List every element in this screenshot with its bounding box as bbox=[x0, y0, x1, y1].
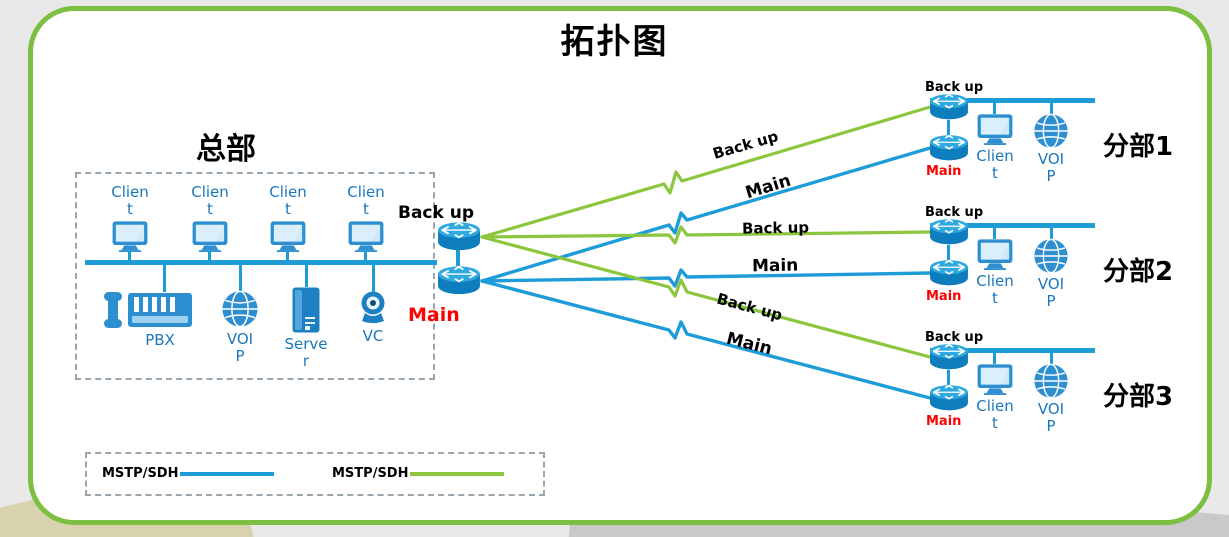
branch-voip-icon bbox=[1033, 363, 1069, 399]
client-icon bbox=[269, 220, 307, 252]
legend-line-green bbox=[410, 472, 504, 476]
hq-client-label: Clien t bbox=[191, 183, 229, 218]
branch-name: 分部3 bbox=[1103, 382, 1174, 412]
server-icon bbox=[291, 286, 321, 334]
connector-stub bbox=[372, 265, 375, 292]
branch-main-router-icon bbox=[928, 134, 970, 162]
branch-main-router-icon bbox=[928, 384, 970, 412]
branch-backup-router-icon bbox=[928, 343, 970, 371]
hq-main-router-icon bbox=[436, 265, 482, 296]
hq-title: 总部 bbox=[196, 132, 256, 167]
branch-lan-bus bbox=[930, 223, 1095, 228]
branch-main-router-icon bbox=[928, 259, 970, 287]
legend-line-blue bbox=[180, 472, 274, 476]
branch-client-label: Clien t bbox=[976, 272, 1014, 307]
branch-client-label: Clien t bbox=[976, 397, 1014, 432]
connector-stub bbox=[993, 353, 996, 364]
branch-name: 分部2 bbox=[1103, 257, 1174, 287]
hq-client-label: Clien t bbox=[347, 183, 385, 218]
link-label-backup-branch2: Back up bbox=[741, 218, 810, 238]
legend-label-mstp-green: MSTP/SDH bbox=[332, 466, 409, 481]
voip-icon bbox=[221, 290, 259, 328]
branch-lan-bus bbox=[930, 348, 1095, 353]
diagram-panel bbox=[28, 6, 1212, 525]
connector-stub bbox=[993, 228, 996, 239]
connector-stub bbox=[364, 251, 367, 261]
hq-client-label: Clien t bbox=[111, 183, 149, 218]
legend: MSTP/SDH MSTP/SDH bbox=[85, 452, 545, 496]
link-backup-branch1-line bbox=[480, 105, 932, 239]
branch-client-label: Clien t bbox=[976, 147, 1014, 182]
branch-backup-router-icon bbox=[928, 218, 970, 246]
branch-3: Back up Main Clien t VOI P 分部3 bbox=[900, 330, 1229, 458]
connector-stub bbox=[993, 103, 996, 114]
connector-stub bbox=[239, 265, 242, 292]
server-label: Serve r bbox=[284, 335, 328, 370]
connector-stub bbox=[208, 251, 211, 261]
connector-stub bbox=[305, 265, 308, 287]
vc-label: VC bbox=[362, 327, 384, 345]
client-icon bbox=[347, 220, 385, 252]
legend-label-mstp-blue: MSTP/SDH bbox=[102, 466, 179, 481]
connector-stub bbox=[1050, 103, 1053, 114]
branch-backup-router-icon bbox=[928, 93, 970, 121]
connector-stub bbox=[456, 250, 460, 266]
pbx-icon bbox=[102, 290, 194, 330]
connector-stub bbox=[163, 265, 166, 292]
branch-2: Back up Main Clien t VOI P 分部2 bbox=[900, 205, 1229, 333]
link-backup-branch2-line bbox=[480, 225, 932, 245]
hq-client-label: Clien t bbox=[269, 183, 307, 218]
connector-stub bbox=[947, 370, 950, 385]
hq-backup-router-label: Back up bbox=[398, 203, 475, 223]
connector-stub bbox=[1050, 228, 1053, 239]
branch-voip-label: VOI P bbox=[1037, 400, 1065, 435]
branch-voip-icon bbox=[1033, 238, 1069, 274]
branch-lan-bus bbox=[930, 98, 1095, 103]
branch-1: Back up Main Clien t VOI P 分部1 bbox=[900, 80, 1229, 208]
link-backup-branch3-line bbox=[480, 235, 932, 359]
connector-stub bbox=[286, 251, 289, 261]
branch-client-icon bbox=[976, 113, 1014, 145]
branch-main-router-label: Main bbox=[926, 289, 962, 304]
voip-label: VOI P bbox=[226, 330, 254, 365]
branch-main-router-label: Main bbox=[926, 414, 962, 429]
client-icon bbox=[191, 220, 229, 252]
hq-box bbox=[75, 172, 435, 380]
hq-lan-bus bbox=[85, 260, 437, 265]
hq-main-router-label: Main bbox=[408, 304, 460, 326]
branch-main-router-label: Main bbox=[926, 164, 962, 179]
connector-stub bbox=[947, 245, 950, 260]
branch-backup-router-label: Back up bbox=[925, 330, 984, 345]
connector-stub bbox=[128, 251, 131, 261]
branch-client-icon bbox=[976, 363, 1014, 395]
branch-client-icon bbox=[976, 238, 1014, 270]
link-main-branch2-line bbox=[480, 268, 932, 288]
connector-stub bbox=[1050, 353, 1053, 364]
branch-voip-label: VOI P bbox=[1037, 275, 1065, 310]
vc-icon bbox=[355, 290, 391, 324]
connector-stub bbox=[947, 120, 950, 135]
branch-voip-label: VOI P bbox=[1037, 150, 1065, 185]
diagram-title: 拓扑图 bbox=[560, 22, 669, 62]
link-main-branch3-line bbox=[480, 279, 932, 400]
branch-name: 分部1 bbox=[1103, 132, 1174, 162]
client-icon bbox=[111, 220, 149, 252]
link-main-branch1-line bbox=[480, 146, 932, 283]
branch-backup-router-label: Back up bbox=[925, 80, 984, 95]
link-label-main-branch2: Main bbox=[751, 255, 799, 277]
pbx-label: PBX bbox=[145, 331, 175, 349]
branch-voip-icon bbox=[1033, 113, 1069, 149]
hq-backup-router-icon bbox=[436, 221, 482, 252]
branch-backup-router-label: Back up bbox=[925, 205, 984, 220]
